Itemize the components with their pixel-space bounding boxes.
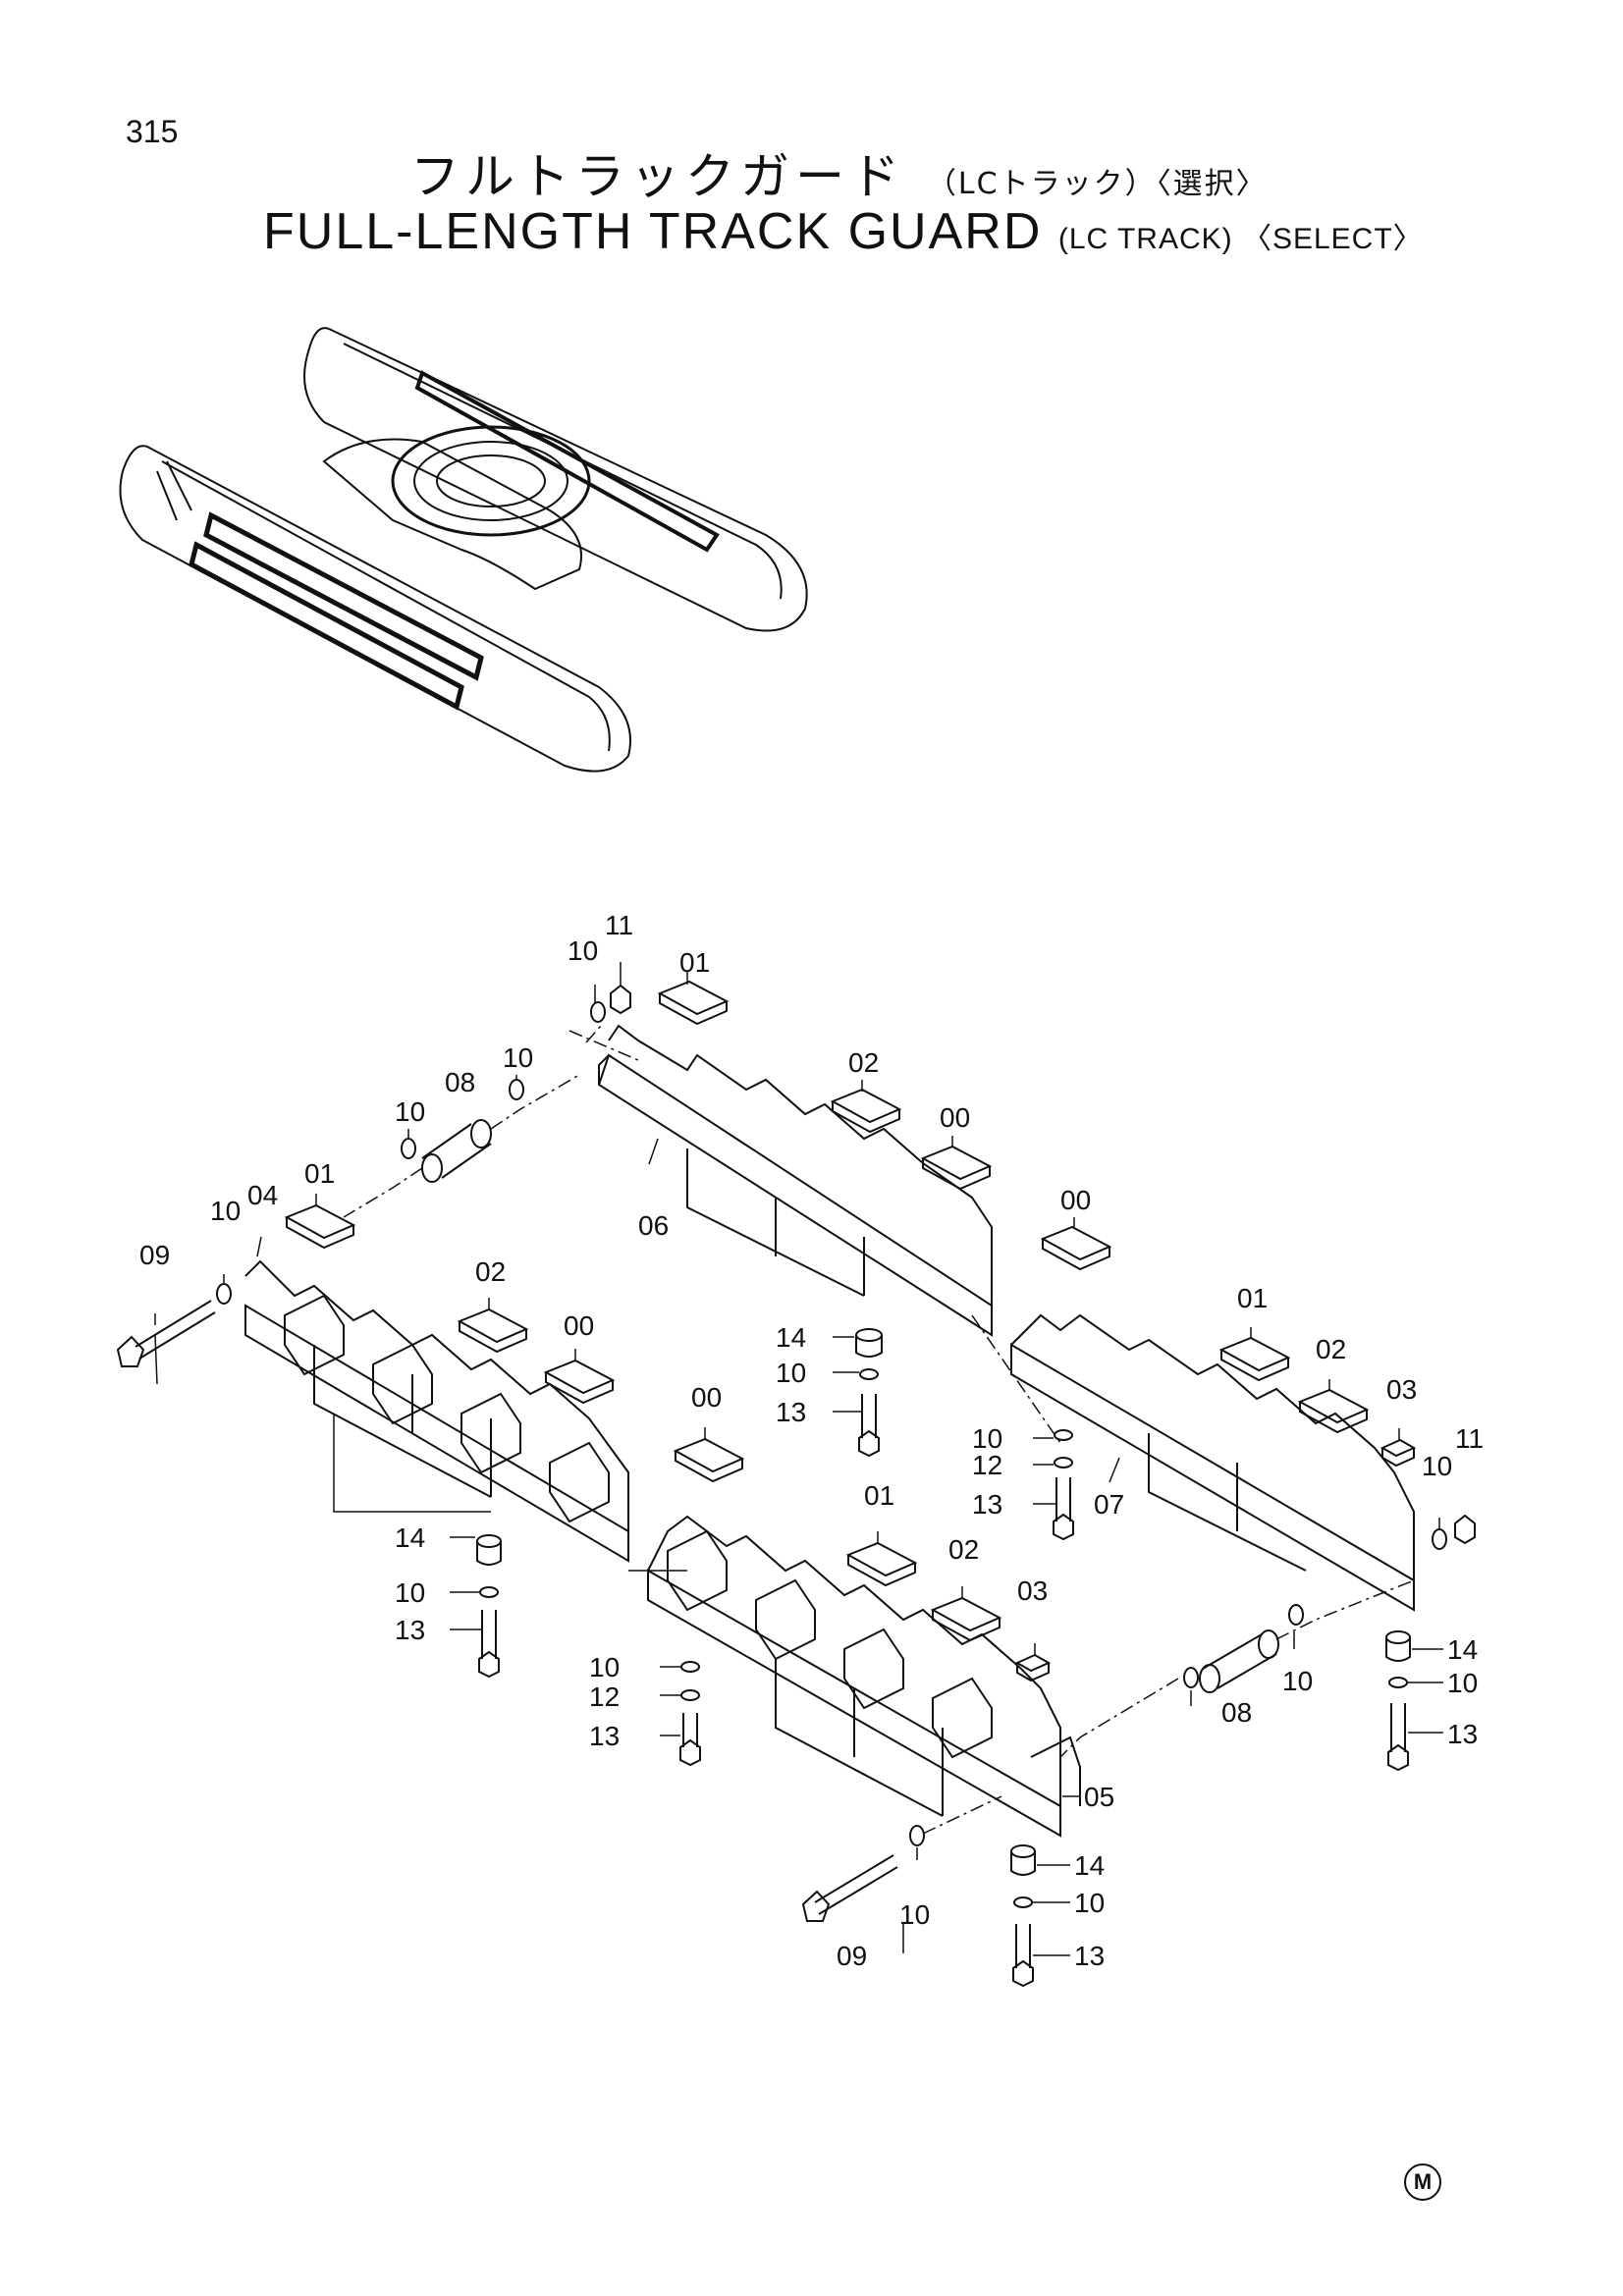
callout: 11 (1455, 1423, 1484, 1454)
title-english: FULL-LENGTH TRACK GUARD (LC TRACK) 〈SELE… (263, 202, 1424, 261)
callout: 01 (679, 947, 710, 978)
callout: 00 (691, 1382, 722, 1413)
page-number: 315 (126, 114, 179, 149)
callout: 05 (1084, 1782, 1114, 1812)
callout: 02 (848, 1047, 879, 1078)
callout: 13 (395, 1615, 425, 1645)
callout: 13 (1447, 1719, 1478, 1749)
callout: 10 (210, 1196, 241, 1226)
callout: 14 (1447, 1634, 1478, 1665)
callout: 00 (940, 1102, 970, 1133)
callout: 14 (1074, 1850, 1105, 1881)
callout: 10 (1422, 1451, 1452, 1481)
callout: 14 (395, 1522, 425, 1553)
callout: 04 (247, 1180, 278, 1210)
callout: 10 (972, 1423, 1002, 1454)
callout: 10 (568, 935, 598, 966)
title-en-main: FULL-LENGTH TRACK GUARD (263, 203, 1043, 260)
callout: 03 (1017, 1575, 1048, 1606)
callout: 03 (1386, 1374, 1417, 1405)
callout: 10 (589, 1652, 620, 1682)
callout: 09 (139, 1240, 170, 1270)
title-jp-main: フルトラックガード (410, 148, 905, 205)
callout: 10 (503, 1042, 533, 1073)
callout: 09 (837, 1941, 867, 1971)
callout: 10 (395, 1577, 425, 1608)
title-japanese: フルトラックガード （LCトラック）〈選択〉 (410, 137, 1268, 208)
callout: 02 (948, 1534, 979, 1565)
callout: 08 (445, 1067, 475, 1097)
callout: 12 (972, 1450, 1002, 1480)
callout: 02 (475, 1256, 506, 1287)
callout: 13 (589, 1721, 620, 1751)
callout: 02 (1316, 1334, 1346, 1364)
callout: 10 (395, 1096, 425, 1127)
title-en-sub: (LC TRACK) 〈SELECT〉 (1057, 223, 1424, 255)
callout: 13 (1074, 1941, 1105, 1971)
callout: 00 (564, 1310, 594, 1341)
callout: 10 (1282, 1666, 1313, 1696)
callout: 01 (1237, 1283, 1268, 1313)
callout: 10 (776, 1358, 806, 1388)
guard-assembly (116, 962, 1476, 1988)
callout: 10 (899, 1899, 930, 1930)
callout: 13 (776, 1397, 806, 1427)
callout: 13 (972, 1489, 1002, 1520)
callout: 07 (1094, 1489, 1124, 1520)
callout: 06 (638, 1210, 669, 1241)
callout: 10 (1074, 1888, 1105, 1918)
callout: 12 (589, 1682, 620, 1712)
callout: 10 (1447, 1668, 1478, 1698)
title-jp-sub: （LCトラック）〈選択〉 (926, 167, 1268, 201)
callout: 08 (1221, 1697, 1252, 1728)
callout: 01 (304, 1158, 335, 1189)
callout: 00 (1060, 1185, 1091, 1215)
publisher-mark: M (1404, 2163, 1441, 2201)
callout-labels: 10 11 01 10 10 08 02 00 01 10 04 06 00 0… (139, 910, 1484, 1971)
callout: 01 (864, 1480, 894, 1511)
callout: 14 (776, 1322, 806, 1353)
callout: 11 (605, 910, 633, 940)
undercarriage-overview (119, 327, 808, 773)
